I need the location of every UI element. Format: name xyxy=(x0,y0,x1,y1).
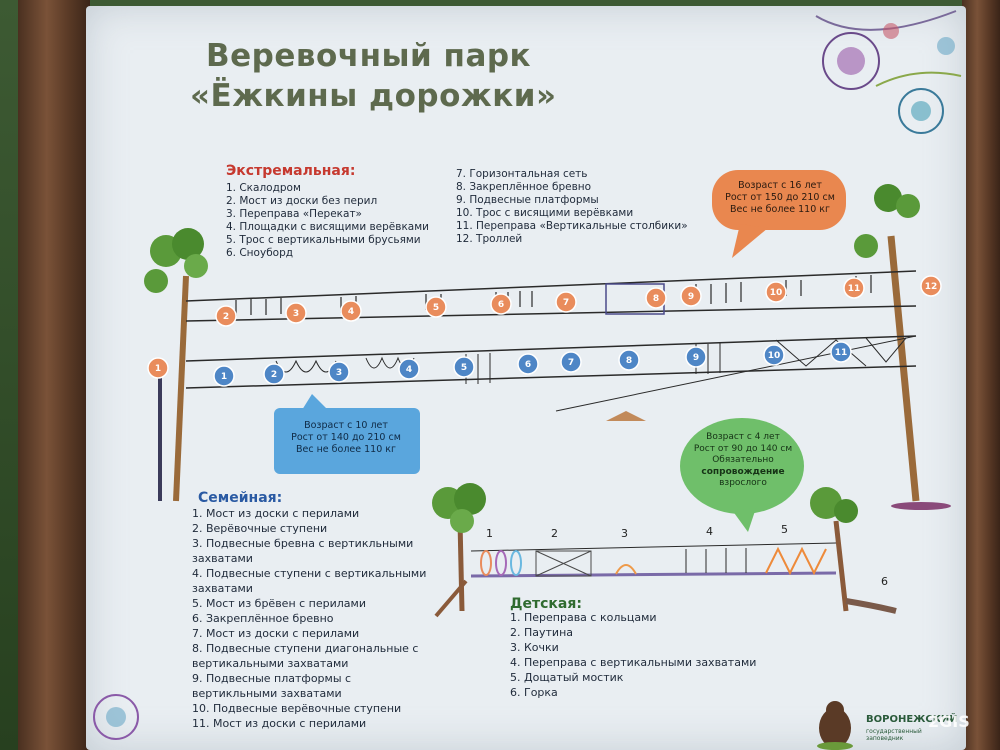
bubble-line: взрослого xyxy=(719,478,767,488)
svg-text:3: 3 xyxy=(336,368,342,378)
list-item: 3. Переправа «Перекат» xyxy=(226,208,362,220)
family-bubble: Возраст с 10 лет Рост от 140 до 210 см В… xyxy=(278,420,414,456)
info-board: Веревочный парк «Ёжкины дорожки» Экстрем… xyxy=(86,6,966,750)
bubble-line: Обязательно xyxy=(712,455,774,465)
list-item: 9. Подвесные платформы xyxy=(456,194,599,206)
kids-heading: Детская: xyxy=(510,596,582,612)
list-item: 2. Верёвочные ступени xyxy=(192,522,328,535)
list-item: 7. Мост из доски с перилами xyxy=(192,627,360,640)
list-item: 6. Сноуборд xyxy=(226,247,294,259)
svg-text:4: 4 xyxy=(348,307,354,317)
extreme-bubble: Возраст с 16 лет Рост от 150 до 210 см В… xyxy=(718,180,842,216)
svg-text:8: 8 xyxy=(626,356,632,366)
svg-text:5: 5 xyxy=(461,363,467,373)
svg-text:7: 7 xyxy=(568,358,574,368)
course-number: 1 xyxy=(486,527,493,540)
reserve-name: ВОРОНЕЖСКИЙ xyxy=(866,714,958,725)
list-item: 2. Мост из доски без перил xyxy=(226,195,378,207)
side-badge: 1 xyxy=(155,364,161,374)
list-item: 3. Подвесные бревна с вертикльными захва… xyxy=(192,537,414,565)
svg-text:4: 4 xyxy=(406,365,412,375)
bubble-line: Рост от 150 до 210 см xyxy=(725,192,835,203)
list-item: 1. Переправа с кольцами xyxy=(510,611,657,624)
right-wooden-post xyxy=(962,0,1000,750)
family-bubble-shape xyxy=(274,394,420,474)
list-item: 1. Мост из доски с перилами xyxy=(192,507,360,520)
list-item: 1. Скалодром xyxy=(226,182,301,194)
svg-text:2: 2 xyxy=(223,312,229,322)
svg-text:9: 9 xyxy=(693,353,699,363)
top-badges: 2 3 4 5 6 7 8 9 10 11 12 xyxy=(215,275,942,327)
kids-course-diagram: 1 2 3 4 5 6 xyxy=(432,483,897,618)
bubble-line: Вес не более 110 кг xyxy=(295,444,396,455)
bubble-line: Возраст с 10 лет xyxy=(304,420,388,431)
list-item: 4. Площадки с висящими верёвками xyxy=(226,221,429,233)
list-item: 10. Подвесные верёвочные ступени xyxy=(192,702,402,715)
svg-text:5: 5 xyxy=(433,303,439,313)
page-title-line2: «Ёжкины дорожки» xyxy=(190,78,557,114)
list-item: 4. Переправа с вертикальными захватами xyxy=(510,656,757,669)
list-item: 8. Подвесные ступени диагональные с верт… xyxy=(192,642,419,670)
family-list: 1. Мост из доски с перилами 2. Верёвочны… xyxy=(192,506,432,731)
svg-text:10: 10 xyxy=(770,288,783,298)
svg-text:1: 1 xyxy=(221,372,227,382)
bubble-line: Возраст с 4 лет xyxy=(706,432,780,442)
list-item: 5. Дощатый мостик xyxy=(510,671,624,684)
family-heading: Семейная: xyxy=(198,490,283,506)
svg-text:9: 9 xyxy=(688,292,694,302)
bubble-line: Рост от 90 до 140 см xyxy=(693,443,793,454)
page-title-line1: Веревочный парк xyxy=(206,38,532,74)
extreme-bubble-shape xyxy=(712,170,846,258)
svg-text:8: 8 xyxy=(653,294,659,304)
svg-text:10: 10 xyxy=(768,351,781,361)
list-item: 5. Трос с вертикальными брусьями xyxy=(226,234,421,246)
list-item: 7. Горизонтальная сеть xyxy=(456,168,588,180)
list-item: 10. Трос с висящими верёвками xyxy=(456,207,634,219)
floral-ornament xyxy=(815,10,962,134)
svg-text:11: 11 xyxy=(835,348,848,358)
watermark: 2GIS xyxy=(928,712,970,731)
list-item: 11. Переправа «Вертикальные столбики» xyxy=(456,220,688,232)
rope-course-diagram: 2 3 4 5 6 7 8 9 10 11 12 1 1 2 3 4 5 6 7… xyxy=(144,184,951,510)
left-wooden-post xyxy=(18,0,90,750)
mid-badges: 1 2 3 4 5 6 7 8 9 10 11 xyxy=(213,341,852,387)
course-number: 6 xyxy=(881,575,888,588)
bubble-line: Рост от 140 до 210 см xyxy=(291,432,401,443)
list-item: 3. Кочки xyxy=(510,641,559,654)
bubble-line: Возраст с 16 лет xyxy=(738,180,822,191)
reserve-subtitle: государственный заповедник xyxy=(866,728,922,742)
tree-illustration xyxy=(144,228,208,502)
extreme-heading: Экстремальная: xyxy=(226,163,356,179)
list-item: 2. Паутина xyxy=(510,626,574,639)
course-number: 3 xyxy=(621,527,628,540)
svg-text:12: 12 xyxy=(925,282,938,292)
svg-text:11: 11 xyxy=(848,284,861,294)
list-item: 8. Закреплённое бревно xyxy=(456,181,592,193)
list-item: 11. Мост из доски с перилами xyxy=(192,717,367,730)
svg-text:7: 7 xyxy=(563,298,569,308)
list-item: 4. Подвесные ступени с вертикальными зах… xyxy=(192,567,427,595)
kids-bubble: Возраст с 4 лет Рост от 90 до 140 см Обя… xyxy=(684,432,802,490)
list-item: 5. Мост из брёвен с перилами xyxy=(192,597,366,610)
svg-text:3: 3 xyxy=(293,309,299,319)
course-number: 2 xyxy=(551,527,558,540)
kids-list: 1. Переправа с кольцами 2. Паутина 3. Ко… xyxy=(510,610,756,700)
list-item: 6. Горка xyxy=(510,686,558,699)
kids-bubble-shape xyxy=(680,418,804,532)
list-item: 9. Подвесные платформы с вертикльными за… xyxy=(192,672,352,700)
extreme-list-left: 1. Скалодром 2. Мост из доски без перил … xyxy=(226,182,429,260)
svg-text:6: 6 xyxy=(525,360,531,370)
list-item: 12. Троллей xyxy=(456,233,523,245)
floral-ornament xyxy=(93,694,139,740)
bubble-line: Вес не более 110 кг xyxy=(729,204,830,215)
extreme-list-right: 7. Горизонтальная сеть 8. Закреплённое б… xyxy=(456,168,688,246)
tree-illustration xyxy=(854,184,951,510)
list-item: 6. Закреплённое бревно xyxy=(192,612,334,625)
course-number: 4 xyxy=(706,525,713,538)
svg-text:6: 6 xyxy=(498,300,504,310)
bubble-line: сопровождение xyxy=(701,466,785,477)
reserve-logo-icon xyxy=(817,701,853,750)
course-number: 5 xyxy=(781,523,788,536)
svg-text:2: 2 xyxy=(271,370,277,380)
